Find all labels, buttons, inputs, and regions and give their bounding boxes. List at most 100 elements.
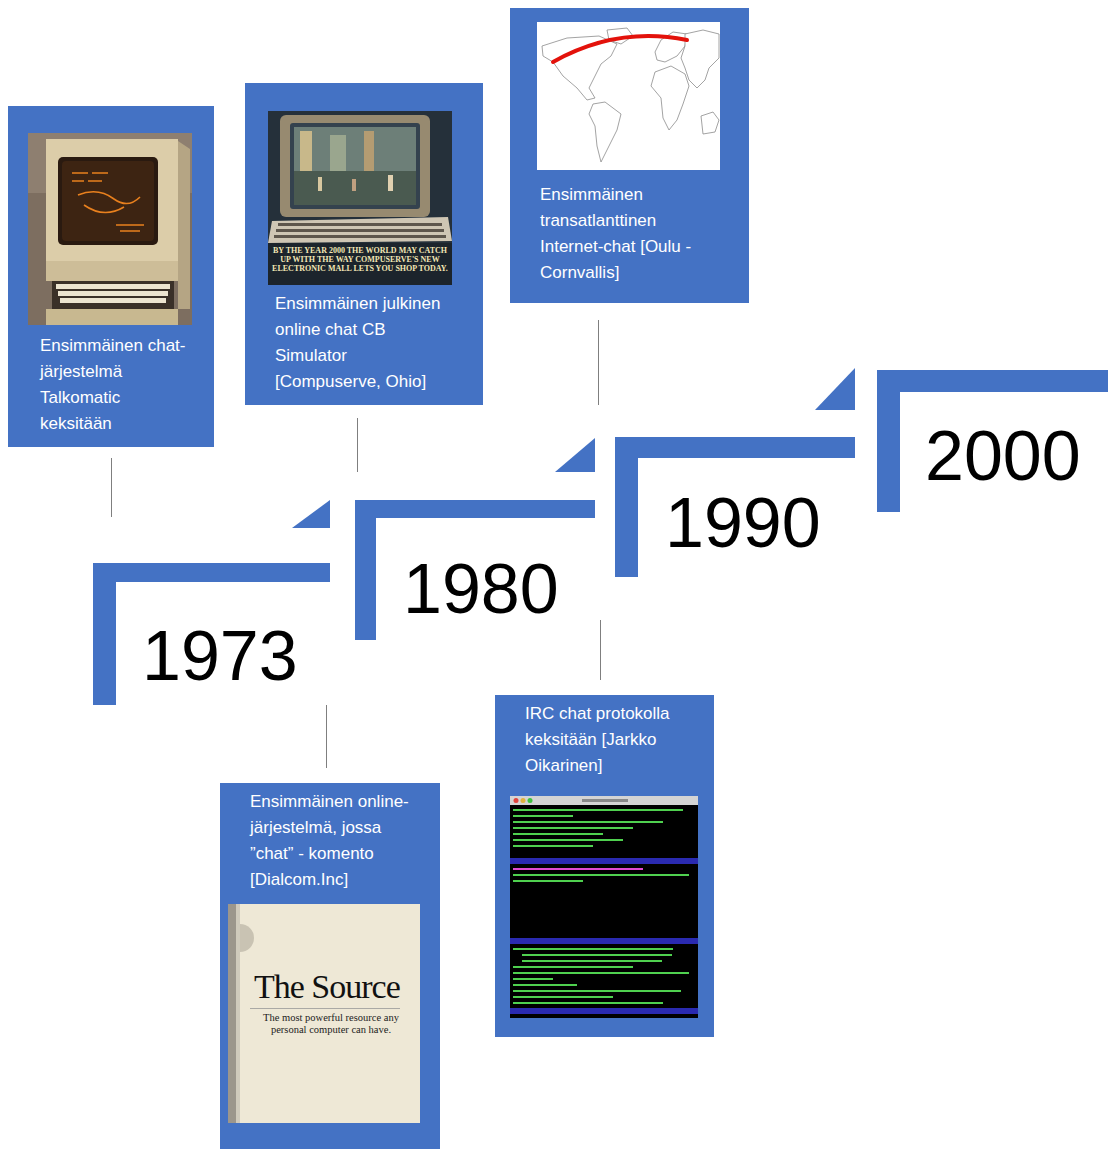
drawing-part <box>58 291 168 296</box>
step-tread <box>615 437 855 458</box>
drawing-part <box>60 298 166 303</box>
cover-tagline: The most powerful resource any personal … <box>246 1012 416 1036</box>
drawing-part <box>116 225 144 231</box>
terminal-window <box>510 796 698 1018</box>
event-box: Ensimmäinen transatlanttinen Internet-ch… <box>510 8 749 303</box>
drawing-part <box>513 839 623 841</box>
event-box: BY THE YEAR 2000 THE WORLD MAY CATCH UP … <box>245 83 483 405</box>
drawing-part <box>236 904 240 1123</box>
step-riser <box>93 563 116 705</box>
step-arrowhead <box>292 500 330 528</box>
event-text-group: IRC chat protokolla keksitään [Jarkko Oi… <box>495 701 714 779</box>
drawing-part <box>513 1002 663 1004</box>
step-riser <box>355 500 376 640</box>
drawing-part <box>513 809 683 811</box>
drawing-part <box>589 102 621 162</box>
drawing-part <box>701 112 719 134</box>
year-label: 1980 <box>403 554 559 624</box>
leader-line <box>598 320 599 405</box>
event-text: IRC chat protokolla keksitään [Jarkko Oi… <box>525 701 700 779</box>
talkomatic-photo <box>28 133 192 325</box>
event-text-group: Ensimmäinen julkinen online chat CB Simu… <box>245 291 483 395</box>
drawing-part <box>513 868 643 870</box>
drawing-part <box>280 115 430 217</box>
drawing-part <box>651 66 689 130</box>
drawing-part <box>542 36 617 100</box>
drawing-part <box>294 127 416 205</box>
staircase-steps <box>93 368 1108 705</box>
drawing-part <box>62 161 154 241</box>
step-tread <box>355 500 595 518</box>
drawing-part <box>582 799 628 802</box>
transatlantic-map <box>537 22 720 170</box>
leader-line <box>357 418 358 472</box>
drawing-part <box>276 229 444 232</box>
drawing-part <box>46 309 178 325</box>
world-map <box>537 22 720 170</box>
drawing-part <box>510 1008 698 1014</box>
drawing-part <box>278 223 442 226</box>
event-text-group: Ensimmäinen transatlanttinen Internet-ch… <box>510 182 749 286</box>
drawing-part <box>521 798 526 803</box>
drawing-part <box>513 978 553 980</box>
drawing-part <box>268 111 452 285</box>
the-source-cover: The Source The most powerful resource an… <box>228 904 420 1123</box>
cover-title: The Source <box>254 970 400 1004</box>
event-text-group: Ensimmäinen online-järjestelmä, jossa ”c… <box>220 789 440 893</box>
year-label: 2000 <box>925 421 1081 491</box>
leader-line <box>111 458 112 517</box>
drawing-part <box>513 966 633 968</box>
drawing-part <box>513 984 577 986</box>
drawing-part <box>513 990 681 992</box>
step-tread <box>93 563 330 582</box>
event-text: Ensimmäinen transatlanttinen Internet-ch… <box>540 182 720 286</box>
event-text: Ensimmäinen chat-järjestelmä Talkomatic … <box>40 333 194 437</box>
drawing-part <box>28 133 192 325</box>
event-box: Ensimmäinen chat-järjestelmä Talkomatic … <box>8 106 214 447</box>
step-arrowhead <box>815 368 855 410</box>
drawing-part <box>513 821 663 823</box>
drawing-part <box>274 235 446 238</box>
drawing-part <box>388 175 393 191</box>
drawing-part <box>250 1008 400 1010</box>
event-text-group: Ensimmäinen chat-järjestelmä Talkomatic … <box>8 333 214 437</box>
drawing-part <box>513 880 583 882</box>
drawing-part <box>58 157 158 245</box>
drawing-part <box>510 796 698 805</box>
drawing-part <box>513 948 673 950</box>
drawing-part <box>228 904 420 1123</box>
drawing-part <box>522 960 662 962</box>
drawing-part <box>56 284 170 303</box>
drawing-part <box>52 281 174 309</box>
drawing-part <box>510 796 698 1018</box>
drawing-part <box>46 261 178 281</box>
drawing-part <box>553 36 687 62</box>
drawing-part <box>72 180 102 182</box>
drawing-part <box>522 954 672 956</box>
drawing-part <box>84 205 124 213</box>
irc-terminal <box>510 796 698 1018</box>
drawing-part <box>513 972 689 974</box>
drawing-part <box>268 243 452 285</box>
drawing-part <box>513 874 689 876</box>
drawing-part <box>294 171 416 205</box>
drawing-part <box>240 924 254 952</box>
drawing-part <box>228 904 236 1123</box>
drawing-part <box>542 28 719 162</box>
leader-line <box>326 705 327 768</box>
drawing-part <box>537 22 720 170</box>
drawing-part <box>513 809 689 1004</box>
event-text: Ensimmäinen online-järjestelmä, jossa ”c… <box>250 789 410 893</box>
drawing-part <box>72 173 144 231</box>
drawing-part <box>78 192 140 204</box>
drawing-part <box>268 217 452 243</box>
step-arrowhead <box>555 438 595 472</box>
step-tread <box>877 370 1108 392</box>
ad-slogan: BY THE YEAR 2000 THE WORLD MAY CATCH UP … <box>272 246 448 274</box>
drawing-part <box>46 139 178 261</box>
drawing-part <box>513 815 573 817</box>
event-box: Ensimmäinen online-järjestelmä, jossa ”c… <box>220 783 440 1149</box>
drawing-part <box>352 179 356 191</box>
